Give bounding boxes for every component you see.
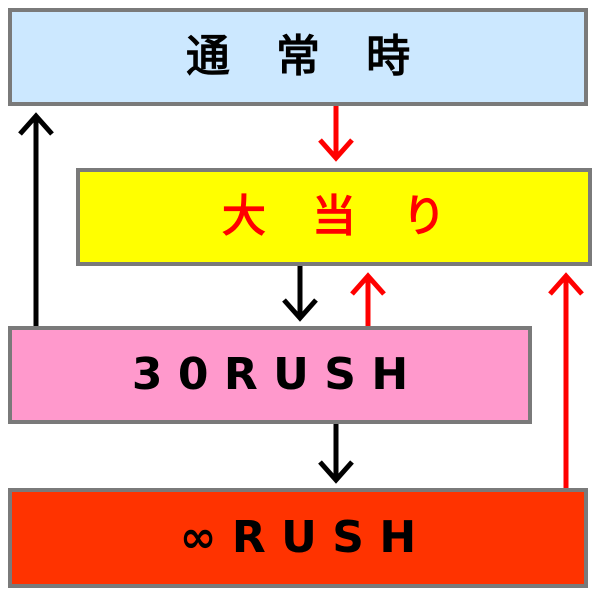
- arrow-infinity-rush-to-jackpot: [548, 272, 584, 488]
- arrow-30rush-to-normal: [18, 112, 54, 326]
- arrow-normal-to-jackpot: [318, 106, 354, 162]
- state-normal-label: 通 常 時: [185, 31, 426, 82]
- arrow-30rush-to-jackpot: [350, 272, 386, 326]
- state-jackpot-box: 大 当 り: [76, 168, 592, 266]
- state-infinity-rush-label: ∞RUSH: [179, 512, 432, 563]
- state-normal-box: 通 常 時: [8, 8, 588, 106]
- state-30rush-label: 30RUSH: [131, 349, 424, 400]
- arrow-jackpot-to-30rush: [282, 266, 318, 322]
- arrow-30rush-to-infinity-rush: [318, 424, 354, 484]
- state-30rush-box: 30RUSH: [8, 326, 532, 424]
- state-infinity-rush-box: ∞RUSH: [8, 488, 588, 588]
- state-jackpot-label: 大 当 り: [221, 191, 462, 242]
